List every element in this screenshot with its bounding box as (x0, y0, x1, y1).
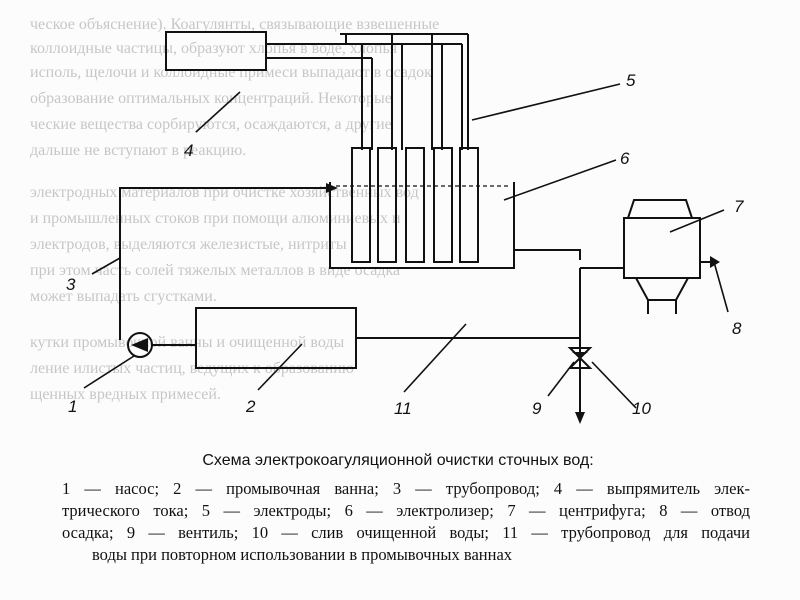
electrolyzer-tank (329, 182, 515, 269)
background-text-line: ческие вещества сорбируются, осаждаются,… (30, 116, 392, 133)
label-electrolyzer: 6 (620, 149, 630, 168)
caption-line: воды при повторном использовании в промы… (92, 545, 513, 564)
caption-line: осадка; 9 — вентиль; 10 — слив очищенной… (62, 523, 750, 542)
caption-line: 1 — насос; 2 — промывочная ванна; 3 — тр… (62, 479, 750, 498)
electrocoagulation-diagram: 4 5 6 7 3 8 1 2 11 9 10 (66, 31, 744, 424)
wash-bath (195, 307, 357, 369)
label-electrodes: 5 (626, 71, 636, 90)
rectifier-wires (266, 33, 469, 150)
background-text-line: исполь, щелочи и коллоидные примеси выпа… (30, 64, 432, 81)
sediment-arrow (710, 256, 720, 268)
inflow-arrow (326, 183, 338, 193)
label-rectifier: 4 (184, 141, 193, 160)
label-pump: 1 (68, 397, 77, 416)
pipe-11 (356, 268, 581, 339)
background-text-line: дальше не вступают в реакцию. (30, 142, 247, 159)
rectifier-box (165, 31, 267, 71)
label-wash-bath: 2 (245, 397, 256, 416)
label-sediment-outlet: 8 (732, 319, 742, 338)
tank-outlet-pipe (514, 249, 581, 260)
drain-arrow (575, 412, 585, 424)
background-text-line: при этом часть солей тяжелых металлов в … (30, 262, 401, 279)
faded-background-text: ческое объяснение). Коагулянты, связываю… (30, 16, 770, 436)
figure-caption-legend: 1 — насос; 2 — промывочная ванна; 3 — тр… (62, 478, 750, 566)
background-text-line: электродов, выделяются железистые, нитри… (30, 236, 347, 253)
figure-caption-title: Схема электрокоагуляционной очистки сточ… (202, 452, 594, 469)
background-text-line: щенных вредных примесей. (30, 386, 221, 403)
background-text-line: кутки промывочной ванны и очищенной воды (30, 334, 345, 351)
background-text-line: может выпадать сгустками. (30, 288, 217, 305)
background-text-line: и промышленных стоков при помощи алюмини… (30, 210, 401, 227)
centrifuge-cone (634, 277, 690, 301)
electrodes (351, 147, 479, 263)
label-drain: 10 (632, 399, 651, 418)
leader-lines (83, 83, 729, 409)
caption-line: трического тока; 5 — электроды; 6 — элек… (62, 501, 750, 520)
label-valve: 9 (532, 399, 542, 418)
centrifuge-top (626, 199, 694, 219)
centrifuge-body (623, 217, 701, 279)
background-text-line: ческое объяснение). Коагулянты, связываю… (30, 16, 440, 33)
label-pipe: 3 (66, 275, 76, 294)
background-text-line: ление илистых частиц, ведущих к образова… (30, 360, 354, 377)
pipe-3 (119, 187, 326, 340)
flow-arrows (326, 183, 720, 424)
background-text-line: образование оптимальных концентраций. Не… (30, 90, 392, 107)
label-centrifuge: 7 (734, 197, 744, 216)
label-return-pipe: 11 (394, 399, 412, 418)
